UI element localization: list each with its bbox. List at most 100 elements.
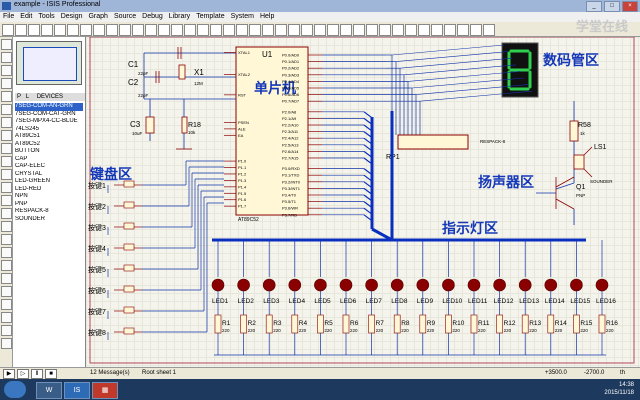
toolbar-tool-icon[interactable] (457, 24, 469, 36)
stop-button[interactable]: ■ (45, 369, 57, 379)
device-list-item[interactable]: AT89C51 (15, 133, 40, 139)
toolbar-tool-icon[interactable] (184, 24, 196, 36)
device-list-item[interactable]: SOUNDER (15, 215, 46, 222)
toolbar-tool-icon[interactable] (405, 24, 417, 36)
pause-button[interactable]: Ⅱ (31, 369, 43, 379)
device-list-item[interactable]: LED-RED (15, 185, 42, 192)
overview-window[interactable] (16, 41, 82, 85)
isis-task-icon[interactable]: IS (64, 382, 90, 399)
library-button[interactable]: L (25, 94, 30, 100)
toolbar-tool-icon[interactable] (379, 24, 391, 36)
toolbar-tool-icon[interactable] (132, 24, 144, 36)
device-list-item[interactable]: AT89C52 (15, 140, 40, 147)
step-button[interactable]: ▷ (17, 369, 29, 379)
device-list-item[interactable]: LED-GREEN (15, 178, 51, 184)
menu-item-source[interactable]: Source (113, 13, 137, 20)
toolbar-tool-icon[interactable] (54, 24, 66, 36)
toolbar-tool-icon[interactable] (197, 24, 209, 36)
app-task-icon[interactable]: ▦ (92, 382, 118, 399)
toolbar-tool-icon[interactable] (353, 24, 365, 36)
toolbar-tool-icon[interactable] (418, 24, 430, 36)
mode-tool-icon[interactable] (1, 91, 12, 102)
device-list-item[interactable]: BUTTON (15, 148, 40, 154)
toolbar-tool-icon[interactable] (392, 24, 404, 36)
minimize-button[interactable]: _ (586, 1, 602, 12)
toolbar-tool-icon[interactable] (262, 24, 274, 36)
toolbar-tool-icon[interactable] (106, 24, 118, 36)
toolbar-tool-icon[interactable] (210, 24, 222, 36)
mode-tool-icon[interactable] (1, 208, 12, 219)
menu-item-template[interactable]: Template (196, 13, 225, 20)
mode-tool-icon[interactable] (1, 117, 12, 128)
menu-item-debug[interactable]: Debug (142, 13, 163, 20)
word-task-icon[interactable]: W (36, 382, 62, 399)
maximize-button[interactable]: □ (604, 1, 620, 12)
toolbar-tool-icon[interactable] (288, 24, 300, 36)
mode-tool-icon[interactable] (1, 325, 12, 336)
device-list-item[interactable]: CAP-ELEC (15, 163, 46, 169)
mode-tool-icon[interactable] (1, 247, 12, 258)
menu-item-system[interactable]: System (230, 13, 254, 20)
toolbar-tool-icon[interactable] (431, 24, 443, 36)
mode-tool-icon[interactable] (1, 286, 12, 297)
toolbar-tool-icon[interactable] (119, 24, 131, 36)
mode-tool-icon[interactable] (1, 65, 12, 76)
device-list-item[interactable]: 7SEG-MPX4-CC-BLUE (15, 118, 78, 124)
menu-item-design[interactable]: Design (60, 13, 83, 20)
toolbar-tool-icon[interactable] (171, 24, 183, 36)
device-list-item[interactable]: RESPACK-8 (15, 208, 49, 214)
toolbar-tool-icon[interactable] (145, 24, 157, 36)
toolbar-tool-icon[interactable] (223, 24, 235, 36)
mode-tool-icon[interactable] (1, 338, 12, 349)
menu-item-file[interactable]: File (3, 13, 15, 20)
toolbar-tool-icon[interactable] (80, 24, 92, 36)
mode-tool-icon[interactable] (1, 260, 12, 271)
device-list-item[interactable]: PNP (15, 200, 28, 207)
toolbar-tool-icon[interactable] (327, 24, 339, 36)
mode-tool-icon[interactable] (1, 52, 12, 63)
mode-tool-icon[interactable] (1, 143, 12, 154)
toolbar-tool-icon[interactable] (444, 24, 456, 36)
device-list-item[interactable]: 7SEG-COM-CAT-GRN (15, 110, 76, 117)
pick-button[interactable]: P (17, 94, 22, 100)
toolbar-tool-icon[interactable] (158, 24, 170, 36)
mode-tool-icon[interactable] (1, 195, 12, 206)
mode-tool-icon[interactable] (1, 104, 12, 115)
toolbar-tool-icon[interactable] (2, 24, 14, 36)
menu-item-edit[interactable]: Edit (20, 13, 33, 20)
schematic-canvas[interactable]: C1 22pF C2 22pF X1 12M C3 10uF R18 10k U… (86, 36, 640, 367)
toolbar-tool-icon[interactable] (15, 24, 27, 36)
mode-tool-icon[interactable] (1, 130, 12, 141)
toolbar-tool-icon[interactable] (483, 24, 495, 36)
toolbar-tool-icon[interactable] (301, 24, 313, 36)
close-button[interactable]: × (622, 1, 638, 12)
toolbar-tool-icon[interactable] (41, 24, 53, 36)
device-list-item[interactable]: CRYSTAL (15, 170, 43, 177)
mode-tool-icon[interactable] (1, 299, 12, 310)
mode-tool-icon[interactable] (1, 273, 12, 284)
mode-tool-icon[interactable] (1, 182, 12, 193)
start-button[interactable] (4, 381, 26, 398)
toolbar-tool-icon[interactable] (67, 24, 79, 36)
mode-tool-icon[interactable] (1, 234, 12, 245)
message-count[interactable]: 12 Message(s) (90, 370, 130, 376)
device-list-item[interactable]: CAP (15, 155, 28, 162)
device-list-item[interactable]: 74LS245 (15, 125, 40, 132)
device-list-item[interactable]: NPN (15, 193, 28, 199)
mode-tool-icon[interactable] (1, 169, 12, 180)
toolbar-tool-icon[interactable] (236, 24, 248, 36)
toolbar-tool-icon[interactable] (93, 24, 105, 36)
menu-item-help[interactable]: Help (259, 13, 275, 20)
mode-tool-icon[interactable] (1, 221, 12, 232)
mode-tool-icon[interactable] (1, 78, 12, 89)
toolbar-tool-icon[interactable] (366, 24, 378, 36)
toolbar-tool-icon[interactable] (470, 24, 482, 36)
mode-tool-icon[interactable] (1, 312, 12, 323)
menu-item-library[interactable]: Library (168, 13, 191, 20)
toolbar-tool-icon[interactable] (314, 24, 326, 36)
toolbar-tool-icon[interactable] (275, 24, 287, 36)
mode-tool-icon[interactable] (1, 39, 12, 50)
mode-tool-icon[interactable] (1, 156, 12, 167)
menu-item-tools[interactable]: Tools (38, 13, 55, 20)
menu-item-graph[interactable]: Graph (88, 13, 108, 20)
